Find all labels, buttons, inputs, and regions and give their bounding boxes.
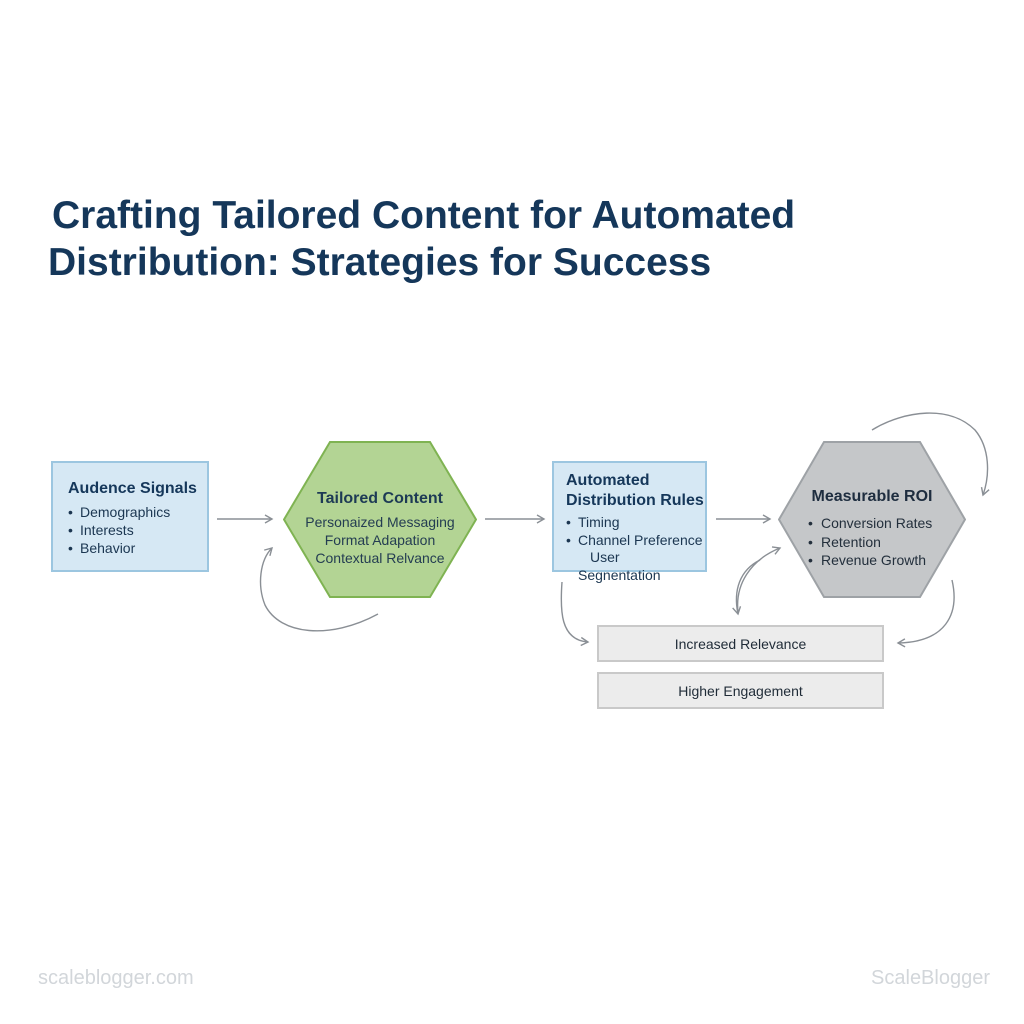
loop-arrow-tailored (259, 547, 379, 632)
audience-item-demographics: Demographics (68, 503, 207, 521)
distribution-rules-list: Timing Channel Preference User Segnentat… (566, 514, 705, 584)
distribution-rules-box: Automated Distribution Rules Timing Chan… (552, 461, 707, 583)
arrow-distribution-to-relevance (560, 581, 590, 647)
audience-signals-box: Audence Signals Demographics Interests B… (51, 461, 209, 572)
arrow-roi-to-relevance (896, 579, 955, 648)
roi-item-revenue: Revenue Growth (808, 551, 966, 570)
tailored-hexagon-shape (283, 441, 477, 598)
roi-item-conversion: Conversion Rates (808, 514, 966, 533)
distribution-rules-heading-line-1: Automated (566, 472, 650, 489)
distribution-item-segmentation: User Segnentation (578, 549, 661, 583)
arrow-relevance-roi-down (732, 559, 761, 616)
distribution-item-timing: Timing (566, 514, 705, 532)
tailored-content-heading: Tailored Content (317, 490, 443, 507)
page-title: Crafting Tailored Content for Automated … (48, 192, 948, 286)
audience-item-interests: Interests (68, 521, 207, 539)
tailored-item-context: Contextual Relvance (315, 550, 445, 566)
tailored-content-list: Personaized Messaging Format Adapation C… (283, 513, 477, 567)
measurable-roi-list: Conversion Rates Retention Revenue Growt… (808, 514, 966, 570)
title-line-2: Distribution: Strategies for Success (48, 241, 712, 284)
title-line-1: Crafting Tailored Content for Automated (52, 194, 796, 237)
tailored-item-format: Format Adapation (324, 532, 436, 548)
measurable-roi-heading: Measurable ROI (811, 488, 933, 505)
loop-arrow-roi-top (871, 412, 990, 497)
higher-engagement-bar: Higher Engagement (597, 672, 884, 709)
distribution-rules-heading-line-2: Distribution Rules (566, 492, 704, 509)
watermark-right: ScaleBlogger (871, 967, 990, 989)
increased-relevance-bar: Increased Relevance (597, 625, 884, 662)
audience-signals-heading: Audence Signals (68, 480, 197, 497)
measurable-roi-hexagon: Measurable ROI Conversion Rates Retentio… (778, 441, 966, 598)
tailored-content-hexagon: Tailored Content Personaized Messaging F… (283, 441, 477, 598)
audience-signals-list: Demographics Interests Behavior (68, 503, 207, 557)
audience-item-behavior: Behavior (68, 539, 207, 557)
distribution-item-channel: Channel Preference (566, 532, 705, 550)
roi-item-retention: Retention (808, 533, 966, 552)
arrow-relevance-roi-up (736, 546, 782, 613)
watermark-left: scaleblogger.com (38, 967, 194, 989)
tailored-item-messaging: Personaized Messaging (305, 514, 455, 530)
